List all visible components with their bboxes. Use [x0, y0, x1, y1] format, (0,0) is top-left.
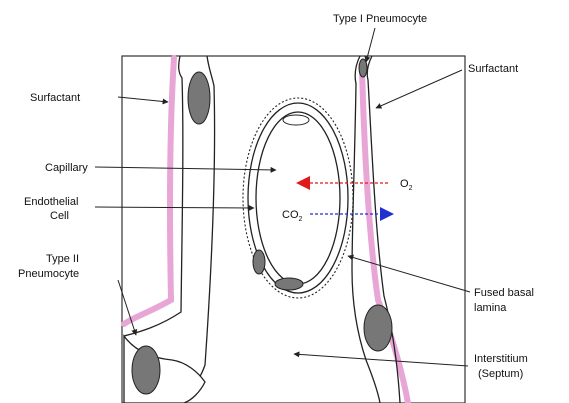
left-type1-nucleus: [188, 72, 210, 124]
label-surfactant-right: Surfactant: [468, 63, 518, 75]
leader-interstitium: [294, 354, 468, 366]
label-type1-pneumocyte: Type I Pneumocyte: [333, 13, 427, 25]
leader-type1: [366, 28, 375, 62]
label-endothelial-line1: Endothelial: [24, 196, 78, 208]
leader-surfactant-right: [376, 70, 462, 108]
right-lower-nucleus: [364, 305, 392, 351]
label-interstitium-line1: Interstitium: [474, 353, 528, 365]
leader-endothelial: [95, 207, 254, 208]
label-endothelial-line2: Cell: [50, 210, 69, 222]
label-type2-line2: Pneumocyte: [18, 268, 79, 280]
leader-type2: [118, 280, 136, 335]
label-fused-line2: lamina: [474, 302, 507, 314]
leader-fused-basal: [348, 256, 470, 292]
surfactant-layer-right: [362, 70, 408, 403]
label-interstitium-line2: (Septum): [478, 368, 523, 380]
endothelial-nucleus-left: [253, 250, 265, 274]
endothelial-nucleus-bottom: [275, 278, 303, 290]
capillary-lumen: [256, 112, 340, 284]
label-type2-line1: Type II: [46, 253, 79, 265]
label-capillary: Capillary: [45, 162, 88, 174]
o2-label: O2: [400, 178, 413, 192]
leader-surfactant-left: [118, 97, 168, 102]
co2-arrowhead: [380, 207, 394, 221]
type2-nucleus: [132, 346, 160, 394]
label-fused-line1: Fused basal: [474, 287, 534, 299]
label-surfactant-left: Surfactant: [30, 92, 80, 104]
